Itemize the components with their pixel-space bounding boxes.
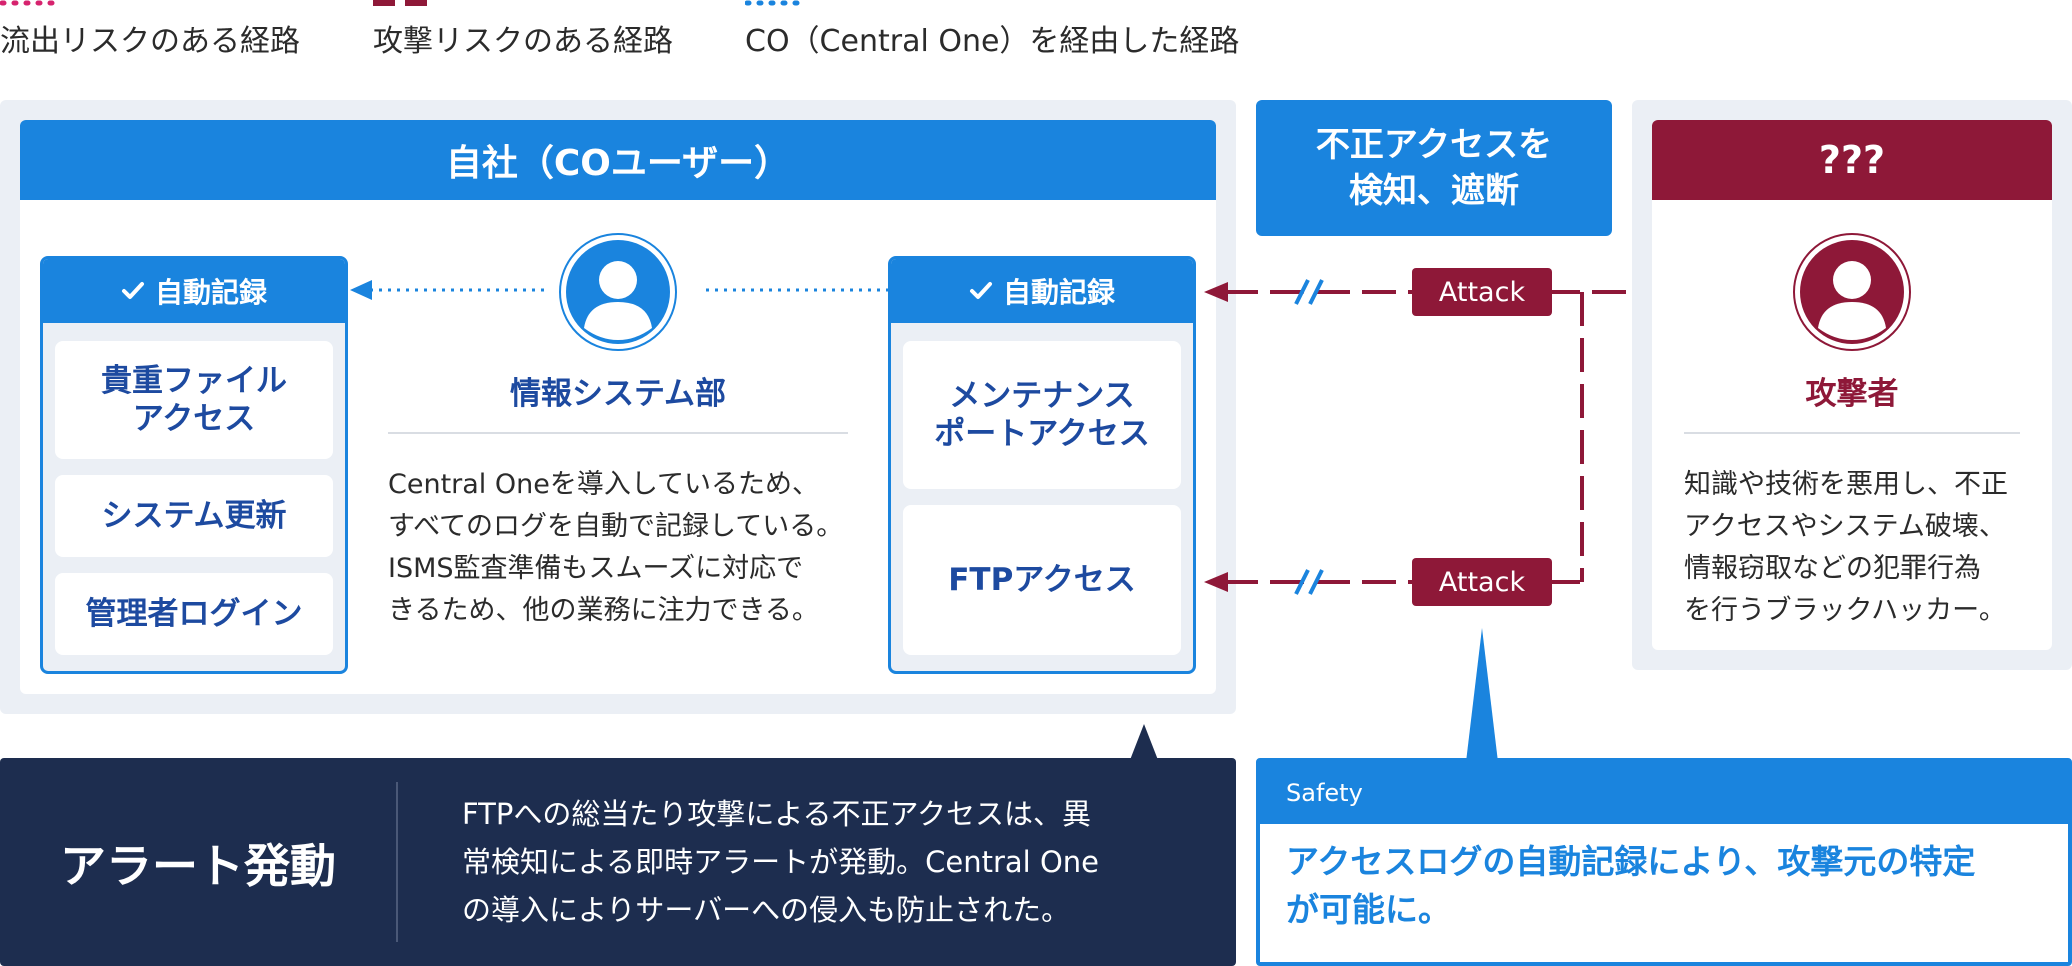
attack-badge-bottom: Attack	[1412, 558, 1552, 606]
attacker-description: 知識や技術を悪用し、不正 アクセスやシステム破壊、 情報窃取などの犯罪行為 を行…	[1684, 469, 2008, 626]
safety-tag: Safety	[1260, 762, 2068, 824]
detection-callout: 不正アクセスを 検知、遮断	[1256, 100, 1612, 236]
company-panel: 自社（COユーザー） 自動記録 貴重ファイル アクセス システム更新 管理者ログ…	[0, 100, 1236, 714]
legend-dashed-red-line	[373, 0, 429, 6]
arrow-left-icon	[1204, 572, 1228, 592]
legend-label: 流出リスクのある経路	[0, 24, 300, 59]
legend-dotted-blue-line	[745, 0, 805, 6]
attack-badge-top: Attack	[1412, 268, 1552, 316]
alert-title: アラート発動	[60, 839, 336, 893]
arrow-left-icon	[350, 280, 372, 300]
right-record-box: 自動記録 メンテナンス ポートアクセス FTPアクセス	[888, 256, 1196, 674]
legend-label: 攻撃リスクのある経路	[373, 24, 673, 59]
record-item-valuable-file-access: 貴重ファイル アクセス	[55, 341, 333, 459]
record-item-ftp-access: FTPアクセス	[903, 505, 1181, 655]
check-icon	[121, 282, 144, 299]
legend-dotted-pink-line	[0, 0, 60, 6]
record-item-system-update: システム更新	[55, 475, 333, 557]
attacker-card: ??? 攻撃者 知識や技術を悪用し、不正 アクセスやシステム破壊、 情報窃取など…	[1652, 120, 2052, 650]
legend-leak-risk: 流出リスクのある経路	[0, 0, 330, 59]
alert-box: アラート発動 FTPへの総当たり攻撃による不正アクセスは、異 常検知による即時ア…	[0, 758, 1236, 966]
alert-divider	[396, 782, 398, 942]
legend-attack-risk: 攻撃リスクのある経路	[373, 0, 703, 59]
alert-text: FTPへの総当たり攻撃による不正アクセスは、異 常検知による即時アラートが発動。…	[462, 797, 1099, 927]
center-description: Central Oneを導入しているため、 すべてのログを自動で記録している。 …	[388, 469, 844, 626]
arrow-left-icon	[1204, 282, 1228, 302]
company-card: 自社（COユーザー） 自動記録 貴重ファイル アクセス システム更新 管理者ログ…	[20, 120, 1216, 694]
alert-pointer	[1130, 724, 1158, 760]
record-item-admin-login: 管理者ログイン	[55, 573, 333, 655]
record-header: 自動記録	[43, 259, 345, 323]
safety-text: アクセスログの自動記録により、攻撃元の特定 が可能に。	[1286, 842, 1976, 929]
record-item-maintenance-port-access: メンテナンス ポートアクセス	[903, 341, 1181, 489]
attacker-label: 攻撃者	[1805, 376, 1899, 412]
safety-box: Safety アクセスログの自動記録により、攻撃元の特定 が可能に。	[1256, 758, 2072, 966]
safety-pointer	[1466, 628, 1498, 762]
attacker-divider	[1684, 432, 2020, 434]
user-avatar-icon	[559, 233, 677, 351]
record-header-label: 自動記録	[1002, 276, 1115, 309]
attacker-panel: ??? 攻撃者 知識や技術を悪用し、不正 アクセスやシステム破壊、 情報窃取など…	[1632, 100, 2072, 670]
center-label: 情報システム部	[509, 376, 727, 412]
left-record-box: 自動記録 貴重ファイル アクセス システム更新 管理者ログイン	[40, 256, 348, 674]
attacker-header: ???	[1652, 120, 2052, 200]
check-icon	[969, 282, 992, 299]
center-divider	[388, 432, 848, 434]
record-header: 自動記録	[891, 259, 1193, 323]
legend-co-route: CO（Central One）を経由した経路	[745, 0, 1265, 59]
legend-label: CO（Central One）を経由した経路	[745, 24, 1240, 59]
attacker-avatar-icon	[1793, 233, 1911, 351]
record-header-label: 自動記録	[154, 276, 267, 309]
company-title: 自社（COユーザー）	[20, 120, 1216, 200]
